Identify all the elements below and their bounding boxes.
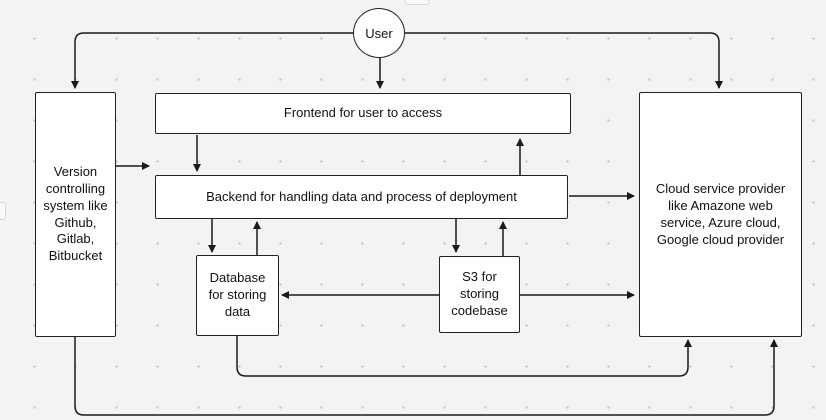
arrow-user-to-cloud bbox=[405, 32, 723, 89]
version-control-node[interactable]: Version controlling system like Github, … bbox=[35, 92, 116, 337]
arrow-user-to-version-control bbox=[71, 32, 355, 89]
version-control-label: Version controlling system like Github, … bbox=[43, 163, 108, 264]
cloud-provider-node[interactable]: Cloud service provider like Amazone web … bbox=[639, 92, 802, 337]
user-node[interactable]: User bbox=[353, 8, 405, 58]
database-node[interactable]: Database for storing data bbox=[196, 255, 279, 336]
backend-label: Backend for handling data and process of… bbox=[206, 188, 517, 204]
arrow-version-control-to-cloud bbox=[74, 337, 778, 416]
s3-label: S3 for storing codebase bbox=[451, 269, 508, 318]
database-label: Database for storing data bbox=[208, 270, 267, 319]
user-label: User bbox=[365, 25, 393, 41]
side-panel-tab[interactable] bbox=[0, 202, 6, 220]
canvas-drag-handle[interactable] bbox=[405, 0, 429, 5]
backend-node[interactable]: Backend for handling data and process of… bbox=[155, 175, 568, 219]
arrow-database-to-cloud bbox=[236, 336, 692, 377]
cloud-provider-label: Cloud service provider like Amazone web … bbox=[655, 181, 786, 247]
frontend-node[interactable]: Frontend for user to access bbox=[155, 93, 571, 134]
frontend-label: Frontend for user to access bbox=[283, 105, 443, 121]
s3-node[interactable]: S3 for storing codebase bbox=[439, 256, 520, 333]
